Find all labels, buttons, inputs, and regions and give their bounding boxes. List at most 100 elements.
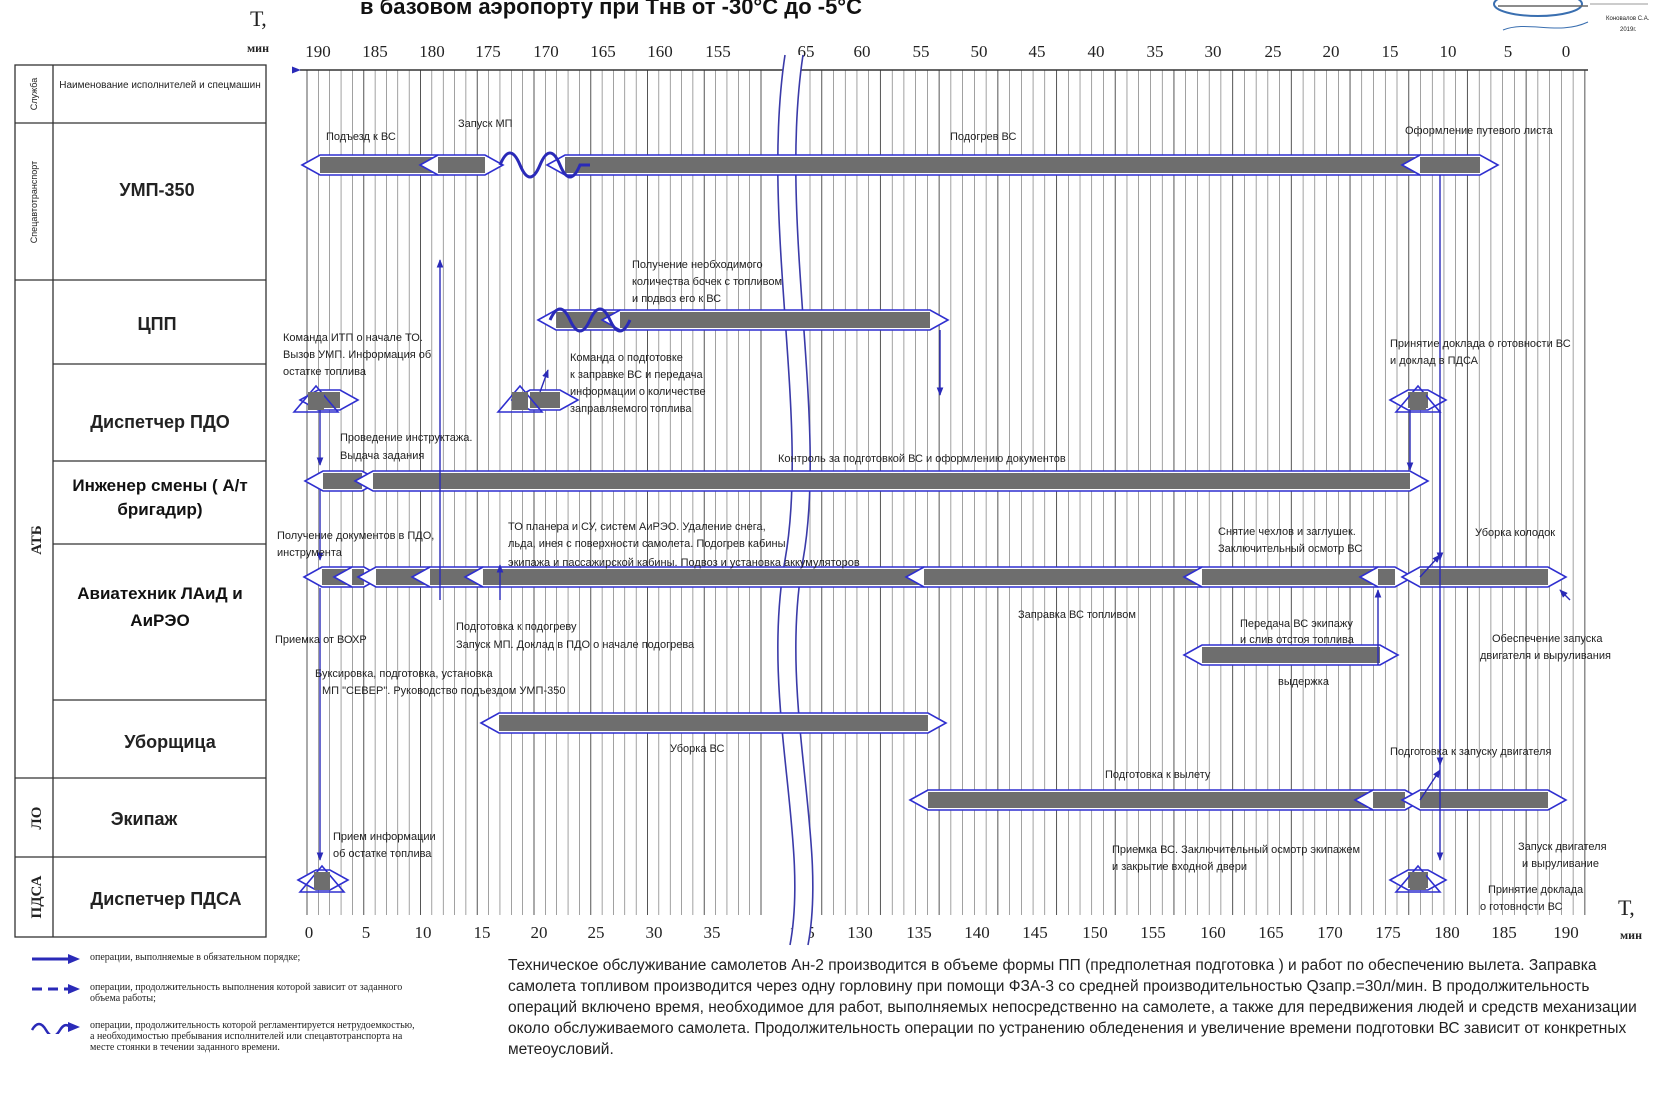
- approval-stamp: Коновалов С.А. 2019г.: [1488, 0, 1653, 40]
- row-cleaner: Уборщица: [124, 732, 216, 752]
- operation-bars: [292, 154, 1568, 893]
- operation-bar: [928, 792, 1373, 808]
- ann-tech-10: Подготовка к подогреву: [456, 621, 577, 633]
- top-tick-label: 30: [1205, 42, 1222, 61]
- col-service-header: Служба: [29, 78, 39, 110]
- operation-bar: [373, 473, 1410, 489]
- bottom-tick-label: 180: [1434, 923, 1460, 942]
- row-dispatcher-pdo: Диспетчер ПДО: [90, 412, 230, 432]
- axis-unit-top: мин: [247, 41, 269, 55]
- ann-crew-4: Запуск двигателя: [1518, 841, 1607, 853]
- ann-tech-12: Заправка ВС топливом: [1018, 609, 1136, 621]
- operation-bar: [499, 715, 928, 731]
- ann-tech-14: и слив отстоя топлива: [1240, 634, 1355, 646]
- legend-dashed-text: операции, продолжительность выполнения к…: [90, 982, 403, 1004]
- ann-tech-15: выдержка: [1278, 676, 1330, 688]
- top-tick-label: 55: [913, 42, 930, 61]
- ann-tech-16: Обеспечение запуска: [1492, 633, 1603, 645]
- ann-cpp-2: количества бочек с топливом: [632, 276, 782, 288]
- event-marker-fill: [512, 392, 528, 410]
- operation-bar: [1420, 157, 1480, 173]
- ann-pdo-1: Команда ИТП о начале ТО.: [283, 332, 423, 344]
- bottom-tick-label: 5: [362, 923, 371, 942]
- operation-bar: [320, 157, 438, 173]
- top-tick-label: 25: [1265, 42, 1282, 61]
- bottom-tick-label: 150: [1082, 923, 1108, 942]
- top-tick-label: 15: [1382, 42, 1399, 61]
- link-arrow: [1419, 769, 1441, 801]
- operation-bar: [924, 569, 1202, 585]
- top-tick-label: 160: [647, 42, 673, 61]
- top-tick-label: 60: [854, 42, 871, 61]
- ann-tech-17: двигателя и выруливания: [1480, 650, 1611, 662]
- bottom-tick-label: 170: [1317, 923, 1343, 942]
- annotations: Подъезд к ВС Запуск МП Подогрев ВС Оформ…: [275, 118, 1611, 913]
- bottom-tick-label: 25: [588, 923, 605, 942]
- row-cpp: ЦПП: [137, 314, 176, 334]
- top-tick-label: 10: [1440, 42, 1457, 61]
- bottom-tick-label: 165: [1258, 923, 1284, 942]
- ann-pdsa-4: о готовности ВС: [1480, 901, 1563, 913]
- ann-tech-1: Получение документов в ПДО,: [277, 530, 434, 542]
- stamp-line-2: 2019г.: [1620, 27, 1637, 33]
- ann-tech-4: льда, инея с поверхности самолета. Подог…: [508, 538, 786, 550]
- operation-bar: [1420, 569, 1548, 585]
- operation-bar: [1420, 792, 1548, 808]
- bottom-tick-label: 0: [305, 923, 314, 942]
- ann-pdo-9: и доклад в ПДСА: [1390, 355, 1479, 367]
- bottom-tick-label: 20: [531, 923, 548, 942]
- operation-bar: [1202, 647, 1380, 663]
- ann-tech-11: Запуск МП. Доклад в ПДО о начале подогре…: [456, 639, 695, 651]
- link-arrow: [1559, 589, 1571, 601]
- legend-dashed: операции, продолжительность выполнения к…: [30, 982, 410, 1004]
- stamp-line-1: Коновалов С.А.: [1606, 16, 1650, 22]
- operation-bar: [430, 569, 483, 585]
- operation-bar: [1378, 569, 1395, 585]
- ann-pdsa-1: Прием информации: [333, 831, 436, 843]
- row-crew: Экипаж: [111, 809, 178, 829]
- ann-pdo-6: информации о количестве: [570, 386, 706, 398]
- executors-table: Служба Наименование исполнителей и спецм…: [14, 64, 267, 938]
- ann-clean-2: Подготовка к запуску двигателя: [1390, 746, 1551, 758]
- service-lo: ЛО: [29, 807, 45, 830]
- link-arrows: [316, 175, 1571, 861]
- ann-pdo-3: остатке топлива: [283, 366, 367, 378]
- bottom-tick-label: 10: [415, 923, 432, 942]
- top-tick-label: 155: [705, 42, 731, 61]
- ann-umz-3: Подогрев ВС: [950, 131, 1016, 143]
- diagram-title: в базовом аэропорту при Тнв от -30°С до …: [360, 0, 862, 19]
- top-tick-label: 45: [1029, 42, 1046, 61]
- bottom-tick-label: 35: [704, 923, 721, 942]
- top-tick-label: 180: [419, 42, 445, 61]
- event-marker-fill: [1410, 872, 1426, 890]
- operation-bar: [530, 392, 560, 408]
- link-arrow: [1419, 554, 1441, 578]
- ann-pdsa-3: Принятие доклада: [1488, 884, 1584, 896]
- bottom-time-axis: 0510152025303512513013514014515015516016…: [305, 923, 1579, 942]
- ann-tech-9: Приемка от ВОХР: [275, 634, 367, 646]
- ann-umz-2: Запуск МП: [458, 118, 513, 130]
- row-technician: Авиатехник ЛАиД и АиРЭО: [77, 584, 243, 630]
- ann-crew-3: и закрытие входной двери: [1112, 861, 1247, 873]
- service-transport: Спецавтотранспорт: [29, 161, 39, 243]
- top-tick-label: 5: [1504, 42, 1513, 61]
- top-tick-label: 40: [1088, 42, 1105, 61]
- legend-wavy-arrow-icon: [30, 1022, 80, 1034]
- ann-tech-13: Передача ВС экипажу: [1240, 618, 1353, 630]
- ann-tech-18: Буксировка, подготовка, установка: [315, 668, 493, 680]
- event-marker: [496, 384, 544, 413]
- bottom-tick-label: 175: [1375, 923, 1401, 942]
- time-break: [776, 54, 814, 946]
- wavy-ops: [498, 151, 632, 333]
- bottom-tick-label: 30: [646, 923, 663, 942]
- stamp-seal: [1493, 0, 1583, 17]
- ann-tech-5: экипажа и пассажирской кабины. Подвоз и …: [508, 557, 860, 569]
- col-executors-header: Наименование исполнителей и спецмашин: [59, 80, 260, 91]
- legend-solid-arrow-icon: [32, 954, 80, 964]
- ann-tech-7: Заключительный осмотр ВС: [1218, 543, 1362, 555]
- ann-eng-2: Выдача задания: [340, 450, 424, 462]
- operation-bar: [565, 157, 1420, 173]
- operation-bar: [323, 473, 362, 489]
- legend-solid: операции, выполняемые в обязательном пор…: [30, 952, 490, 966]
- top-tick-label: 175: [475, 42, 501, 61]
